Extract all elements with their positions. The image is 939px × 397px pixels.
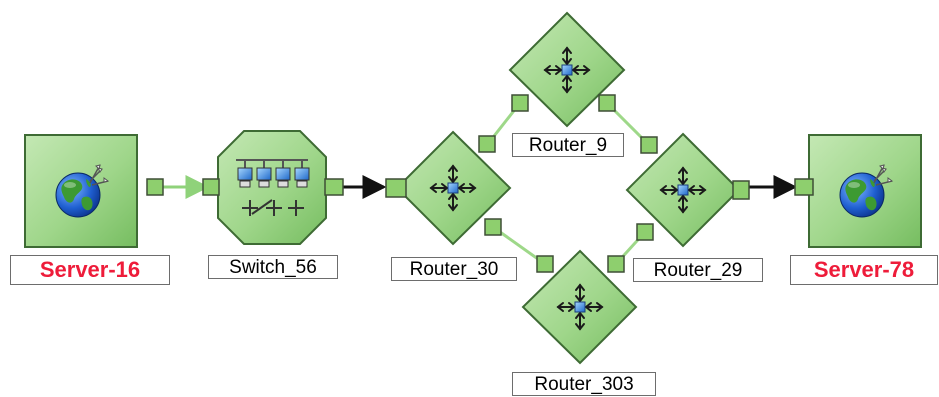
port[interactable] [794,178,814,196]
port[interactable] [484,218,502,236]
server-78-label: Server-78 [790,255,938,285]
router-303-label: Router_303 [512,372,656,396]
port[interactable] [202,178,220,196]
server-16-label: Server-16 [10,255,170,285]
port[interactable] [478,135,496,153]
router-30-label: Router_30 [391,257,517,281]
node-server-78[interactable] [794,134,922,248]
node-server-16[interactable] [24,134,164,248]
node-router-30[interactable] [385,130,512,246]
node-router-303[interactable] [521,249,638,365]
node-switch-56[interactable] [202,130,344,245]
port[interactable] [732,180,750,200]
switch-computers-icon [236,159,310,216]
port[interactable] [536,255,554,273]
port[interactable] [146,178,164,196]
port[interactable] [385,178,407,198]
port[interactable] [324,178,344,196]
node-router-29[interactable] [625,132,750,248]
node-router-9[interactable] [508,11,626,128]
port[interactable] [598,94,616,112]
port[interactable] [636,223,654,241]
port[interactable] [640,136,658,154]
router-9-label: Router_9 [512,133,624,157]
switch-56-label: Switch_56 [208,255,338,279]
port[interactable] [511,94,529,112]
router-29-label: Router_29 [633,258,763,282]
port[interactable] [607,255,625,273]
